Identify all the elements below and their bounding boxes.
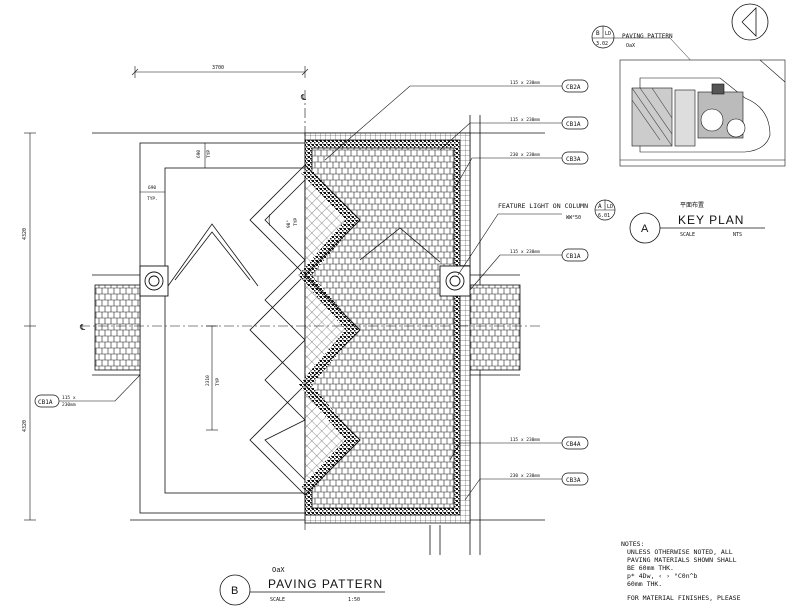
dim-690-vert-typ: TYP: [206, 150, 212, 158]
callout-3-box: [561, 151, 589, 165]
callout-2-dim: 115 x 230mm: [510, 117, 540, 123]
plan-ref-letter: B: [231, 585, 238, 597]
dim-left-line: [24, 132, 36, 521]
feature-light-sub: WW°50: [566, 215, 581, 221]
callout-2-code: CB1A: [566, 121, 581, 128]
left-paving-panel: [94, 284, 141, 371]
callout-6-box: [561, 472, 589, 486]
keyplan-cn-title: 平面布置: [680, 201, 704, 209]
notes-line-1: UNLESS OTHERWISE NOTED, ALL: [627, 548, 733, 556]
centerline-mark-top: ℄: [300, 93, 307, 102]
callout-5-box: [561, 436, 589, 450]
feature-light-label: FEATURE LIGHT ON COLUMN: [498, 202, 588, 210]
left-callout-code: CB1A: [38, 399, 53, 406]
feature-ref-right: LD: [607, 204, 613, 210]
keyplan-scale-label: SCALE: [680, 232, 695, 238]
keyplan-inset-ref-bottom: 3.02: [596, 41, 608, 47]
angle-label: 90°: [286, 220, 292, 228]
keyplan-inset-ref-top: B: [596, 30, 600, 37]
feature-ref-top: A: [598, 203, 602, 210]
left-callout-dim-1: 115 x: [62, 395, 76, 401]
keyplan-inset-sub: OaX: [626, 43, 635, 49]
chevron-speckle-edge: [304, 164, 361, 496]
dim-left-upper: 4320: [22, 228, 28, 240]
angle-arc: [268, 213, 271, 227]
plan-title: PAVING PATTERN: [268, 577, 383, 591]
callout-1-dim: 115 x 230mm: [510, 80, 540, 86]
notes-header: NOTES:: [621, 540, 645, 548]
angle-typ: TYP: [293, 218, 299, 226]
keyplan-inset-title: PAVING PATTERN: [622, 33, 673, 40]
callout-1-box: [561, 79, 589, 93]
callout-5-code: CB4A: [566, 441, 581, 448]
dim-690-horiz: 690: [148, 185, 156, 191]
callout-5-dim: 115 x 230mm: [510, 437, 540, 443]
plan-ref-circle: [219, 574, 251, 606]
keyplan-scale-value: NTS: [733, 232, 742, 238]
callout-1-code: CB2A: [566, 84, 581, 91]
callout-2: 115 x 230mm CB1A: [510, 116, 589, 130]
dim-690-horiz-typ: TYP.: [147, 196, 158, 202]
notes-line-5: 60mm THK.: [627, 580, 663, 588]
notes-line-2: PAVING MATERIALS SHOWN SHALL: [627, 556, 737, 564]
inner-chevron-line: [359, 227, 441, 263]
keyplan-title: KEY PLAN: [678, 213, 744, 227]
dim-top-line: [131, 66, 309, 78]
centerlines: [80, 90, 540, 530]
callout-3-code: CB3A: [566, 156, 581, 163]
notes-line-7: FOR MATERIAL FINISHES, PLEASE: [627, 594, 741, 602]
right-paving-panel: [469, 284, 521, 371]
callout-4-code: CB1A: [566, 253, 581, 260]
feature-light-callout: FEATURE LIGHT ON COLUMN WW°50 A LD 6.01: [457, 199, 616, 276]
dim-2310: 2310: [205, 375, 211, 386]
feature-ref-bottom: 6.01: [598, 213, 610, 219]
callout-5: 115 x 230mm CB4A: [510, 436, 589, 450]
callout-4-dim: 115 x 230mm: [510, 249, 540, 255]
callout-2-box: [561, 116, 589, 130]
left-callout: CB1A 115 x 230mm: [34, 374, 141, 408]
plan-title-prefix: OaX: [272, 566, 285, 574]
north-arrow: [731, 3, 769, 41]
callout-6-code: CB3A: [566, 477, 581, 484]
notes-line-3: BE 60mm THK.: [627, 564, 674, 572]
chevron-speckle-band: [298, 166, 359, 494]
callout-4-box: [561, 248, 589, 262]
dim-left-lower: 4320: [22, 420, 28, 432]
callout-1: 115 x 230mm CB2A: [510, 79, 589, 93]
keyplan-map: [619, 59, 786, 167]
dim-2310-typ: TYP: [215, 378, 221, 386]
plan-title-block: B OaX PAVING PATTERN SCALE 1:50: [219, 566, 385, 606]
plan-scale-label: SCALE: [270, 597, 285, 603]
callout-3: 230 x 230mm CB3A: [510, 151, 589, 165]
column-left: [139, 265, 169, 297]
plan-scale-value: 1:50: [348, 597, 360, 603]
callout-6-dim: 230 x 230mm: [510, 473, 540, 479]
column-right: [439, 265, 471, 297]
left-callout-box: [34, 394, 60, 408]
dim-top: 3700: [212, 65, 224, 71]
keyplan-title-block: A 平面布置 KEY PLAN SCALE NTS: [629, 201, 765, 244]
callout-6: 230 x 230mm CB3A: [510, 472, 589, 486]
notes-line-4: p* 4Dw, ‹ › °C0n^b: [627, 572, 698, 580]
keyplan-inset-ref-right: LD: [605, 31, 611, 37]
notes-block: NOTES: UNLESS OTHERWISE NOTED, ALL PAVIN…: [621, 540, 796, 602]
callout-4: 115 x 230mm CB1A: [510, 248, 589, 262]
left-callout-dim-2: 230mm: [62, 402, 76, 408]
centerline-mark-left: ℄: [79, 323, 86, 332]
small-dim-lines: [140, 143, 218, 431]
callout-leaders: [324, 85, 562, 501]
dim-690-vert: 690: [196, 150, 202, 158]
keyplan-ref-letter: A: [641, 223, 649, 235]
callout-3-dim: 230 x 230mm: [510, 152, 540, 158]
